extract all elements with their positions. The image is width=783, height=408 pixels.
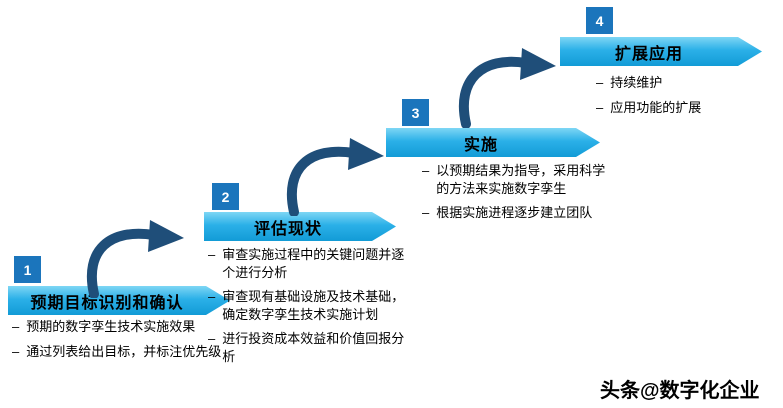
bullet-dash: – [422, 163, 430, 178]
bullet-dash: – [12, 319, 20, 334]
bullet-dash: – [208, 247, 216, 262]
bullet-text: 进行投资成本效益和价值回报分析 [222, 331, 405, 364]
step-number-badge: 3 [402, 99, 429, 126]
bullet-dash: – [12, 343, 20, 359]
bullet-item: – 根据实施进程逐步建立团队 [414, 204, 610, 222]
bullet-item: – 持续维护 [588, 74, 778, 92]
step-bullet-list: – 以预期结果为指导，采用科学的方法来实施数字孪生 – 根据实施进程逐步建立团队 [414, 162, 610, 229]
bullet-dash: – [596, 99, 604, 115]
bullet-item: – 审查实施过程中的关键问题并逐个进行分析 [200, 246, 408, 281]
bullet-item: – 应用功能的扩展 [588, 99, 778, 117]
bullet-text: 根据实施进程逐步建立团队 [436, 205, 593, 221]
bullet-item: – 审查现有基础设施及技术基础，确定数字孪生技术实施计划 [200, 288, 408, 323]
bullet-item: – 通过列表给出目标，并标注优先级 [4, 343, 222, 361]
bullet-text: 审查实施过程中的关键问题并逐个进行分析 [222, 247, 405, 280]
bullet-dash: – [208, 289, 216, 305]
bullet-dash: – [422, 205, 430, 221]
curved-arrow-icon [450, 44, 562, 133]
curved-arrow-icon [78, 216, 190, 303]
step-title: 扩展应用 [614, 45, 683, 63]
step-number-badge: 2 [212, 183, 239, 210]
step-number-badge: 1 [14, 256, 41, 283]
bullet-dash: – [208, 331, 216, 347]
bullet-item: – 进行投资成本效益和价值回报分析 [200, 330, 408, 365]
step-bullet-list: – 持续维护 – 应用功能的扩展 [588, 74, 778, 123]
step-banner: 评估现状 [204, 212, 396, 241]
step-bullet-list: – 审查实施过程中的关键问题并逐个进行分析 – 审查现有基础设施及技术基础，确定… [200, 246, 408, 372]
bullet-item: – 预期的数字孪生技术实施效果 [4, 318, 222, 336]
step-number-badge: 4 [586, 7, 613, 34]
bullet-text: 审查现有基础设施及技术基础，确定数字孪生技术实施计划 [222, 289, 405, 322]
bullet-text: 通过列表给出目标，并标注优先级 [26, 343, 222, 359]
curved-arrow-icon [278, 134, 390, 221]
watermark: 头条@数字化企业 [600, 380, 760, 402]
step-banner: 预期目标识别和确认 [8, 286, 230, 315]
bullet-item: – 以预期结果为指导，采用科学的方法来实施数字孪生 [414, 162, 610, 197]
step-banner: 扩展应用 [560, 37, 762, 66]
step-title: 实施 [463, 136, 498, 154]
bullet-text: 以预期结果为指导，采用科学的方法来实施数字孪生 [436, 163, 606, 196]
step-title: 评估现状 [253, 220, 322, 238]
step-bullet-list: – 预期的数字孪生技术实施效果 – 通过列表给出目标，并标注优先级 [4, 318, 222, 367]
bullet-text: 预期的数字孪生技术实施效果 [26, 319, 196, 334]
step-banner: 实施 [386, 128, 600, 157]
step-title: 预期目标识别和确认 [30, 294, 184, 312]
bullet-dash: – [596, 75, 604, 90]
bullet-text: 持续维护 [610, 75, 663, 90]
bullet-text: 应用功能的扩展 [610, 99, 702, 115]
